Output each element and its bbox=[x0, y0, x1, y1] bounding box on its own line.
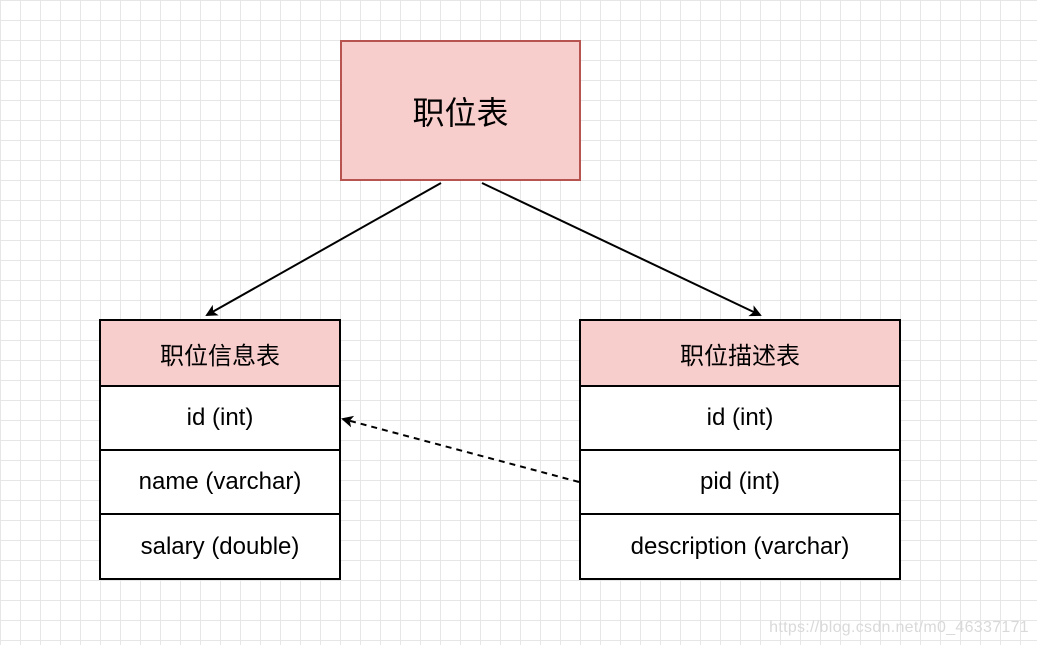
job-table-node: 职位表 bbox=[340, 40, 581, 181]
job-info-field-id: id (int) bbox=[101, 387, 339, 451]
arrow-to-job-description-table bbox=[481, 182, 762, 317]
job-info-table-header: 职位信息表 bbox=[101, 321, 339, 387]
dashed-fk-arrow bbox=[341, 415, 580, 483]
job-description-field-id: id (int) bbox=[581, 387, 899, 451]
arrow-to-job-info-table bbox=[205, 182, 442, 316]
job-description-field-pid: pid (int) bbox=[581, 451, 899, 515]
job-description-table: 职位描述表 id (int) pid (int) description (va… bbox=[579, 319, 901, 580]
job-table-label: 职位表 bbox=[412, 93, 509, 132]
job-info-field-salary: salary (double) bbox=[140, 533, 300, 560]
job-description-field-description: description (varchar) bbox=[630, 533, 850, 560]
watermark-text: https://blog.csdn.net/m0_46337171 bbox=[769, 619, 1029, 636]
job-info-table: 职位信息表 id (int) name (varchar) salary (do… bbox=[99, 319, 341, 580]
job-description-table-header: 职位描述表 bbox=[581, 321, 899, 387]
job-info-field-name: name (varchar) bbox=[101, 451, 339, 515]
